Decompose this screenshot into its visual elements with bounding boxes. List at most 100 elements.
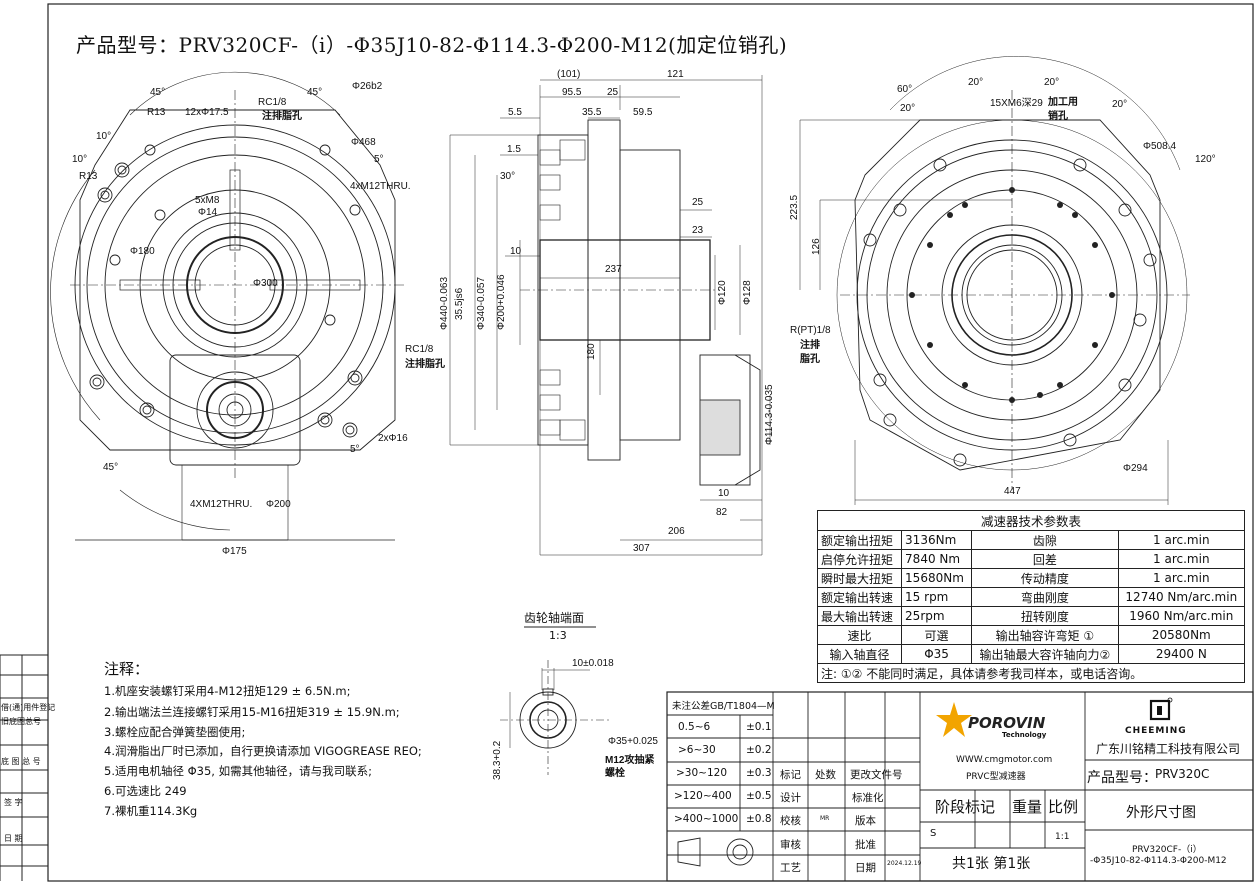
dim-label: 10±0.018 (572, 658, 614, 669)
dim-label: 223.5 (789, 194, 800, 220)
param-name: 瞬时最大扭矩 (816, 568, 903, 588)
tolerance-range: >30~120 (676, 767, 727, 779)
tolerance-header: 未注公差GB/T1804—M (672, 701, 775, 712)
thread-label: 4xM12THRU. (350, 181, 411, 192)
angle-label: 5° (374, 154, 384, 165)
tb-label: 日期 (855, 862, 876, 874)
table-row: 启停允许扭矩 7840 Nm 回差 1 arc.min (816, 549, 1246, 569)
left-strip-lines (0, 654, 48, 881)
width-label: Φ175 (222, 546, 247, 557)
param-value: 1 arc.min (1117, 530, 1246, 550)
angle-label: 20° (968, 77, 984, 88)
dim-label: 180 (586, 343, 597, 360)
tolerance-value: ±0.3 (746, 767, 772, 779)
strip-label: 日 期 (4, 834, 23, 843)
param-value: 1960 Nm/arc.min (1117, 606, 1246, 626)
strip-label: 底 图 总 号 (1, 757, 41, 766)
diameter-label: Φ180 (130, 246, 155, 257)
website: WWW.cmgmotor.com (956, 755, 1053, 765)
pin-hole-label: 加工用 (1048, 97, 1078, 108)
tb-label: 版本 (855, 815, 876, 827)
diameter-label: Φ294 (1123, 463, 1148, 474)
note-item: 5.适用电机轴径 Φ35, 如需其他轴径，请与我司联系; (104, 764, 372, 778)
dim-label: 35.5 (582, 107, 602, 118)
pin-hole-label: 销孔 (1048, 111, 1068, 122)
dim-label: 237 (605, 264, 622, 275)
port-label: RC1/8 (258, 97, 287, 108)
strip-label: 旧底图总号 (1, 717, 41, 726)
diameter-label: Φ200 (266, 499, 291, 510)
title-block-lines (666, 691, 1254, 882)
param-value: 1 arc.min (1117, 568, 1246, 588)
param-value: 29400 N (1117, 644, 1246, 664)
radius-label: R13 (147, 107, 166, 118)
dim-label: 10 (718, 488, 730, 499)
tb-label: 标记 (780, 769, 801, 781)
port-note: 注排 (800, 340, 820, 351)
brand-sub: Technology (1002, 731, 1047, 739)
dim-label: (101) (557, 69, 581, 80)
param-value: 1 arc.min (1117, 549, 1246, 569)
bolt-note: M12攻抽紧 (605, 755, 655, 766)
port-note: 注排脂孔 (405, 359, 445, 370)
dim-label: 25 (607, 87, 619, 98)
port-label: RC1/8 (405, 344, 434, 355)
param-name: 启停允许扭矩 (816, 549, 903, 569)
port-note: 注排脂孔 (262, 111, 302, 122)
angle-label: 10° (96, 131, 112, 142)
gear-section-view (500, 626, 610, 775)
note-item: 2.输出端法兰连接螺钉采用15-M16扭矩319 ± 15.9N.m; (104, 705, 400, 719)
param-name: 输出轴容许弯矩 ① (971, 625, 1119, 645)
table-row: 额定输出扭矩 3136Nm 齿隙 1 arc.min (816, 530, 1246, 550)
param-table-caption: 减速器技术参数表 (817, 510, 1245, 531)
gear-section-scale: 1:3 (549, 629, 567, 642)
param-value: 可選 (901, 625, 973, 645)
param-value: 3136Nm (901, 530, 973, 550)
angle-label: 45° (307, 87, 323, 98)
tolerance-value: ±0.8 (746, 813, 772, 825)
tb-signature: MR (820, 815, 830, 822)
param-name: 最大输出转速 (816, 606, 903, 626)
diameter-label: Φ508.4 (1143, 141, 1177, 152)
drawing-title: 产品型号：PRV320CF-（i）-Φ35J10-82-Φ114.3-Φ200-… (76, 33, 788, 57)
table-row: 瞬时最大扭矩 15680Nm 传动精度 1 arc.min (816, 568, 1246, 588)
param-name: 输入轴直径 (816, 644, 903, 664)
thread-label: 5xM8 (195, 195, 220, 206)
bolt-note: 螺栓 (605, 768, 625, 779)
param-name: 额定输出扭矩 (816, 530, 903, 550)
width-label: 447 (1004, 486, 1021, 497)
porovin-star-icon (935, 700, 973, 740)
radius-label: R13 (79, 171, 98, 182)
dim-label: 307 (633, 543, 650, 554)
note-item: 6.可选速比 249 (104, 784, 187, 798)
rear-view (799, 56, 1190, 505)
sheet-count: 共1张 第1张 (952, 856, 1031, 872)
tolerance-value: ±0.5 (746, 790, 772, 802)
tb-label: 更改文件号 (850, 769, 903, 781)
dim-label: Φ114.3-0.035 (764, 384, 775, 445)
drawing-number: -Φ35J10-82-Φ114.3-Φ200-M12 (1090, 856, 1227, 866)
param-table-note: 注: ①② 不能同时满足，具体请参考我司样本，或电话咨询。 (817, 663, 1245, 683)
tb-label: 设计 (780, 792, 801, 804)
dim-label: 121 (667, 69, 684, 80)
diameter-label: Φ26b2 (352, 81, 383, 92)
param-name: 输出轴最大容许轴向力② (971, 644, 1119, 664)
tb-label: 工艺 (780, 862, 801, 874)
weight-label: 重量 (1012, 798, 1043, 816)
note-item: 7.裸机重114.3Kg (104, 804, 198, 818)
drawing-number: PRV320CF-（i） (1132, 845, 1202, 855)
note-item: 1.机座安装螺钉采用4-M12扭矩129 ± 6.5N.m; (104, 684, 351, 698)
tolerance-range: >120~400 (674, 790, 732, 802)
tolerance-range: >6~30 (678, 744, 716, 756)
table-row: 输入轴直径 Φ35 输出轴最大容许轴向力② 29400 N (816, 644, 1246, 664)
angle-label: 45° (150, 87, 166, 98)
dim-label: 35.5js6 (454, 287, 465, 320)
ratio-label: 比例 (1048, 798, 1079, 816)
drawing-name: 外形尺寸图 (1126, 805, 1196, 821)
note-item: 4.润滑脂出厂时已添加，自行更换请添加 VIGOGREASE REO; (104, 744, 422, 758)
cheeming-logo-icon (1148, 697, 1174, 723)
model-value: PRV320C (1155, 767, 1210, 781)
hole-label: 12xΦ17.5 (185, 107, 229, 118)
